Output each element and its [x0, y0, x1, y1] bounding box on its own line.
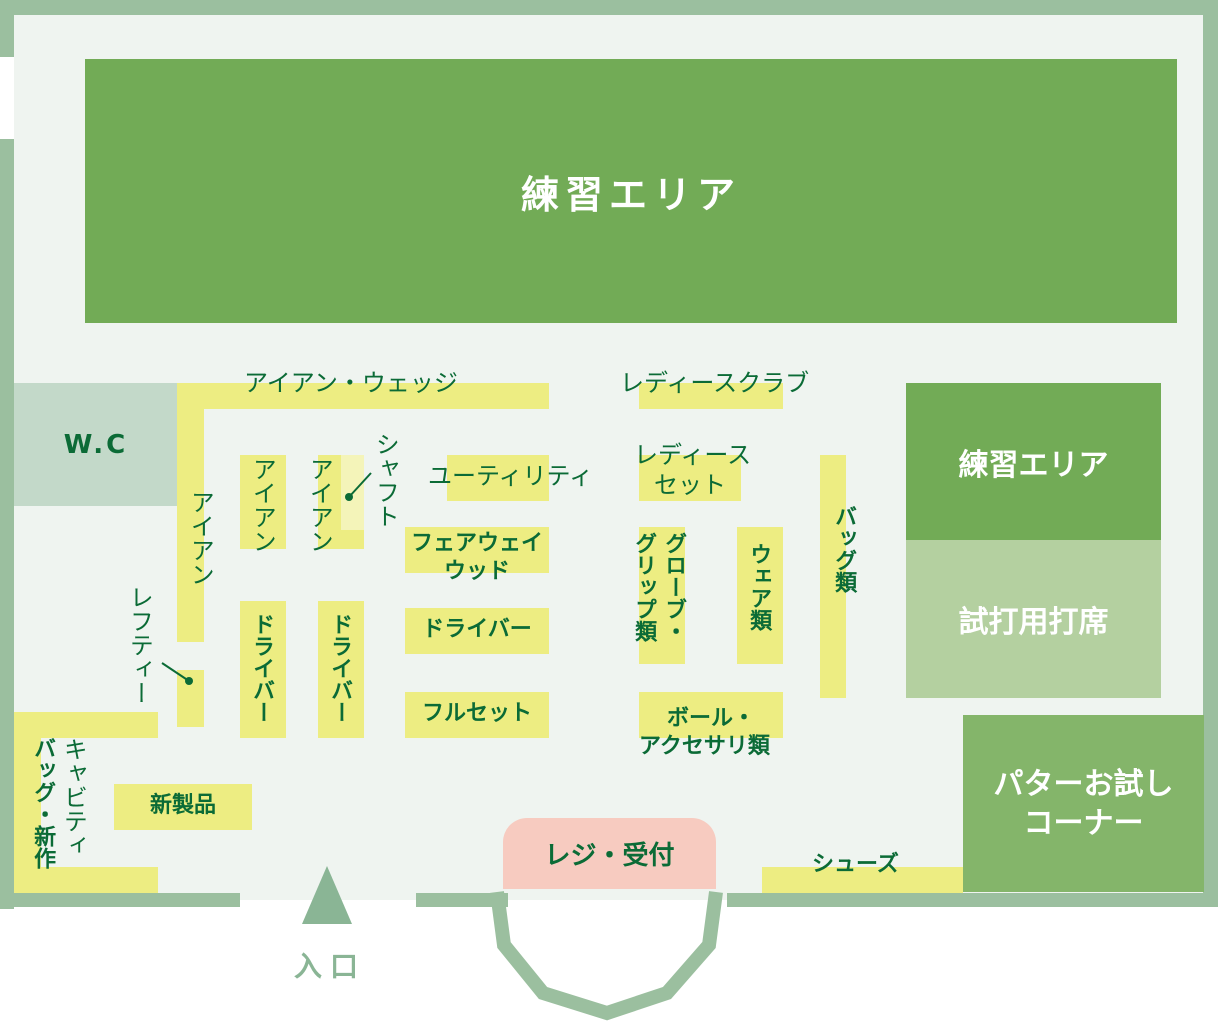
- shelf-driver-col2[interactable]: [318, 601, 364, 738]
- wall-left-lower: [0, 139, 14, 909]
- putter-corner-label-1: パターお試し: [993, 766, 1174, 802]
- label-ladies-set-line1: レディース: [634, 441, 752, 469]
- shelf-full-set[interactable]: [405, 692, 549, 738]
- wall-top: [0, 0, 1218, 15]
- label-new-products: 新製品: [149, 793, 216, 818]
- wall-left-upper: [0, 0, 14, 57]
- shelf-caddy-left[interactable]: [14, 712, 41, 893]
- label-ball-line2: アクセサリ類: [639, 734, 770, 759]
- label-iron-wedge: アイアン・ウェッジ: [244, 369, 458, 397]
- label-caddy-col1: キャビティ: [59, 737, 88, 857]
- shelf-ball-accessories[interactable]: [639, 692, 783, 738]
- label-ladies-set-line2: セット: [654, 471, 726, 499]
- label-ball-line1: ボール・: [666, 706, 755, 731]
- label-lefty: レフティー: [125, 585, 154, 705]
- trial-booth[interactable]: 試打用打席: [906, 540, 1161, 698]
- label-driver-col2: ドライバー: [327, 613, 353, 723]
- label-iron-mid2: アイアン: [305, 457, 334, 553]
- shelf-bag[interactable]: [820, 455, 846, 698]
- shelf-caddy-bottom: [14, 867, 158, 893]
- label-ladies-club: レディースクラブ: [620, 369, 810, 397]
- wall-bottom-mid: [416, 893, 508, 907]
- shelf-iron-mid1[interactable]: [240, 455, 286, 549]
- practice-area-side[interactable]: 練習エリア: [906, 383, 1161, 540]
- shelf-ladies-club[interactable]: [639, 383, 783, 409]
- label-driver-col1: ドライバー: [249, 613, 275, 723]
- shelf-wear[interactable]: [737, 527, 783, 664]
- entrance-arrow-icon: [302, 866, 352, 924]
- label-fairway-line2: ウッド: [443, 559, 510, 584]
- practice-area-side-label: 練習エリア: [958, 447, 1109, 483]
- wall-right: [1203, 0, 1218, 907]
- shaft-pointer-icon: [345, 472, 372, 501]
- putter-corner-label-2: コーナー: [1023, 805, 1144, 841]
- label-grip: グリップ類: [631, 532, 657, 642]
- label-iron-left: アイアン: [186, 490, 215, 586]
- wall-bottom-right: [727, 893, 1218, 907]
- shelf-ladies-set[interactable]: [639, 455, 741, 501]
- shelf-new-products[interactable]: [114, 784, 252, 830]
- label-iron-mid1: アイアン: [248, 457, 277, 553]
- register-counter[interactable]: レジ・受付: [503, 818, 716, 889]
- side-door-gap: [0, 57, 7, 139]
- shelf-glove-grip[interactable]: [639, 527, 685, 664]
- label-bag: バッグ類: [831, 505, 857, 593]
- label-caddy-col2: バッグ・新作: [30, 737, 56, 869]
- shelf-driver-col1[interactable]: [240, 601, 286, 738]
- shelf-shoes[interactable]: [762, 867, 963, 893]
- putter-corner[interactable]: パターお試し コーナー: [963, 715, 1204, 892]
- label-full-set: フルセット: [421, 701, 532, 726]
- wc-label: W.C: [63, 429, 129, 460]
- shelf-fairway-wood[interactable]: [405, 527, 549, 573]
- label-shaft: シャフト: [371, 432, 400, 528]
- lefty-pointer-icon: [161, 662, 193, 685]
- register-label: レジ・受付: [544, 841, 675, 871]
- label-utility: ユーティリティ: [428, 462, 594, 490]
- label-wear: ウェア類: [746, 543, 772, 631]
- label-fairway-line1: フェアウェイ: [410, 531, 543, 556]
- label-shoes: シューズ: [812, 852, 899, 877]
- bay-window-outline: [490, 891, 723, 1021]
- practice-area-main[interactable]: 練習エリア: [85, 59, 1177, 323]
- shelf-iron-left-vertical[interactable]: [177, 383, 204, 642]
- practice-area-main-label: 練習エリア: [520, 172, 741, 217]
- shelf-utility[interactable]: [447, 455, 549, 501]
- shelf-driver-row[interactable]: [405, 608, 549, 654]
- label-glove: グローブ・: [661, 532, 687, 642]
- wall-bottom-left: [0, 893, 240, 907]
- entrance-label: 入口: [293, 950, 366, 983]
- trial-booth-label: 試打用打席: [958, 605, 1109, 640]
- wc-area[interactable]: W.C: [14, 383, 178, 506]
- shelf-iron-wedge-top: [177, 383, 549, 409]
- label-driver-row: ドライバー: [422, 617, 532, 642]
